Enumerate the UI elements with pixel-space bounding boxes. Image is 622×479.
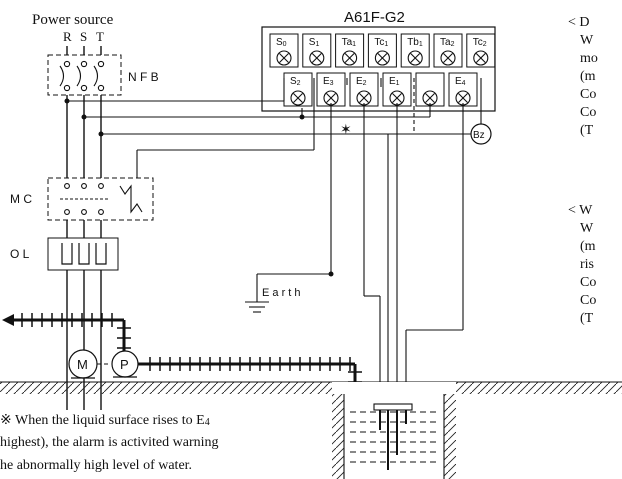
buzzer	[470, 123, 492, 145]
note-line1: When the liquid surface rises to E	[12, 413, 205, 428]
side-panel-line: W	[580, 33, 594, 48]
svg-text:※ When the liquid surface rise: ※ When the liquid surface rises to E4	[0, 413, 210, 428]
terminal-top-5: Ta2	[433, 33, 463, 68]
terminal-top-0: S0	[269, 33, 299, 68]
mc-contactor	[47, 177, 154, 221]
side-panel-line: (m	[580, 239, 596, 254]
terminal-label: E4	[455, 76, 466, 87]
side-panel-line: mo	[580, 51, 598, 66]
side-panel-line: ris	[580, 257, 594, 272]
nfb-breaker	[47, 54, 122, 96]
terminal-bottom-5: E4	[448, 72, 478, 107]
terminal-bottom-0: S2	[283, 72, 313, 107]
side-panel-line: Co	[580, 87, 596, 102]
terminal-label: Ta1	[342, 37, 357, 48]
power-source-label: Power source	[32, 12, 114, 28]
note-line2: highest), the alarm is activited warning	[0, 435, 219, 450]
buzzer-label: Bz	[473, 130, 485, 141]
terminal-top-3: Tc1	[367, 33, 397, 68]
terminal-top-4: Tb1	[400, 33, 430, 68]
pump-label: P	[120, 357, 129, 372]
side-panel-line: Co	[580, 275, 596, 290]
water-well	[332, 382, 456, 479]
terminal-label: E3	[323, 76, 334, 87]
terminal-label: S2	[290, 76, 301, 87]
suction-pipe	[138, 357, 362, 440]
terminal-label: S0	[276, 37, 287, 48]
terminal-bottom-4	[415, 72, 445, 107]
side-panel-line: Co	[580, 105, 596, 120]
discharge-pipe	[2, 313, 131, 352]
terminal-top-1: S1	[302, 33, 332, 68]
earth-label: E a r t h	[262, 287, 301, 299]
nfb-label: N F B	[128, 70, 159, 84]
note-line1-sub: 4	[205, 417, 210, 428]
side-panel-line: < D	[568, 15, 590, 30]
ground-surface	[0, 381, 622, 394]
terminal-top-2: Ta1	[335, 33, 365, 68]
terminal-label: E1	[389, 76, 400, 87]
phase-label-t: T	[96, 29, 104, 44]
side-panel-line: W	[580, 221, 594, 236]
motor-label: M	[77, 357, 88, 372]
controller-model-label: A61F-G2	[344, 9, 405, 26]
terminal-label: Tc2	[473, 37, 487, 48]
mc-label: M C	[10, 192, 32, 206]
phase-label-s: S	[80, 29, 87, 44]
side-panel-line: Co	[580, 293, 596, 308]
side-panel-line: (T	[580, 123, 594, 138]
power-lines	[66, 46, 102, 410]
terminal-bottom-3: E1	[382, 72, 412, 107]
earth-ground	[245, 273, 331, 313]
ol-label: O L	[10, 247, 30, 261]
side-panel-line: (T	[580, 311, 594, 326]
terminal-bottom-1: E3	[316, 72, 346, 107]
ol-relay	[47, 237, 119, 271]
note-line3: he abnormally high level of water.	[0, 458, 192, 473]
control-wiring	[67, 78, 482, 178]
note-mark: ※	[0, 413, 12, 428]
phase-label-r: R	[63, 29, 72, 44]
terminal-top-6: Tc2	[466, 33, 496, 68]
terminal-label: E2	[356, 76, 367, 87]
electrode-wires	[330, 103, 464, 410]
terminal-label: S1	[309, 37, 320, 48]
terminal-label: Tb1	[407, 37, 423, 48]
crossing-mark: ✶	[340, 121, 352, 137]
side-panel-line: (m	[580, 69, 596, 84]
motor	[68, 349, 111, 379]
terminal-bottom-2: E2	[349, 72, 379, 107]
terminal-label: Ta2	[440, 37, 455, 48]
terminal-label: Tc1	[374, 37, 388, 48]
side-panel-line: < W	[568, 203, 593, 218]
